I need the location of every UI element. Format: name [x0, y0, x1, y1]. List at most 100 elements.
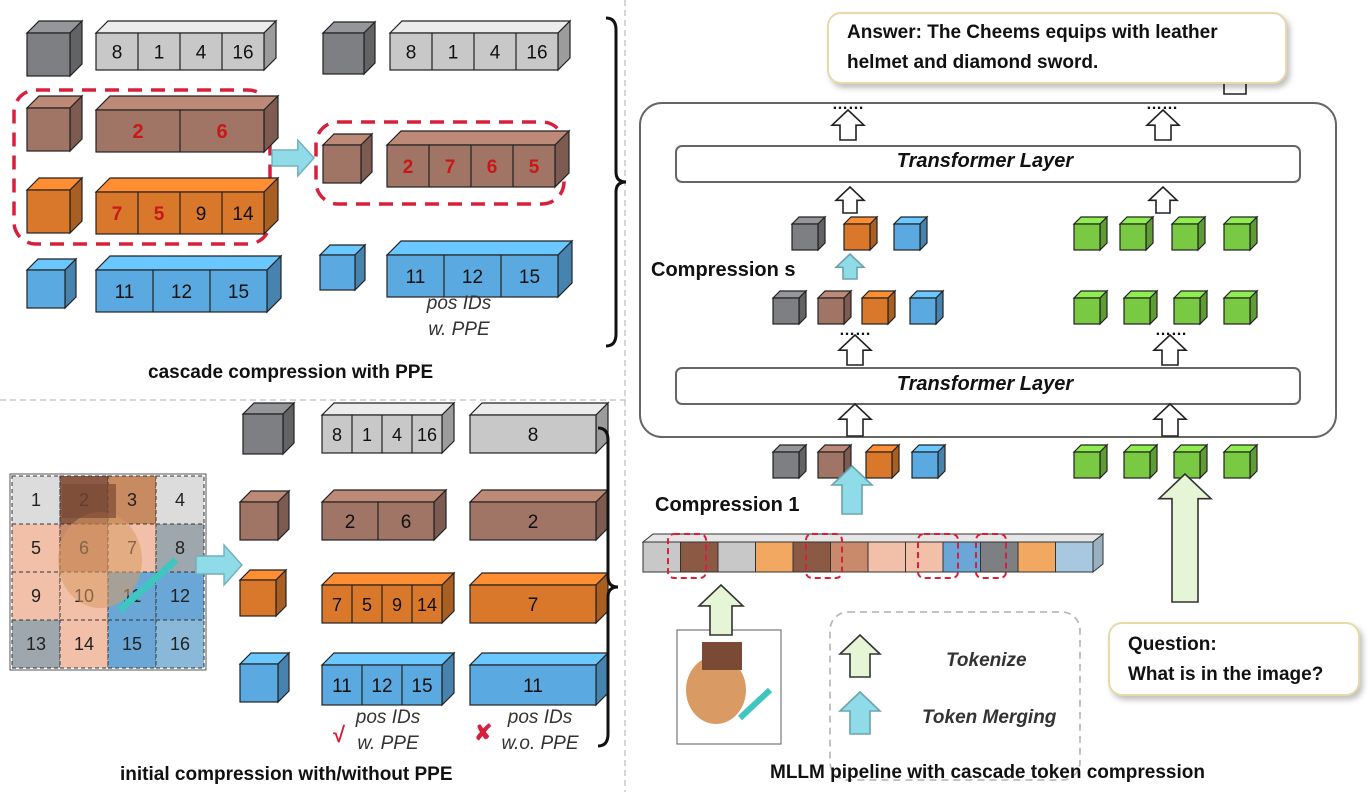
initial-gray-bar-cell-1: 1 [362, 425, 372, 445]
input-image-dog [686, 656, 746, 724]
selected-token-outline-0 [667, 533, 707, 579]
text-token-middle-2 [1172, 289, 1209, 326]
initial-gray-single-bar [468, 401, 610, 455]
compression-1-label: Compression 1 [655, 494, 800, 516]
pos-ids-without-ppe-line2: w.o. PPE [501, 733, 579, 754]
cascade-merged-bar-cell-3: 5 [529, 157, 540, 178]
selected-token-outline-2 [917, 533, 959, 579]
image-grid-number-9: 9 [31, 586, 41, 606]
image-grid-number-12: 12 [170, 586, 190, 606]
cascade-blue-bar [94, 254, 283, 314]
image-grid-number-1: 1 [31, 490, 41, 510]
dots-3: …… [839, 322, 871, 339]
image-token-strip-side [1092, 532, 1104, 574]
image-grid-cell-16 [155, 619, 205, 669]
image-grid-number-13: 13 [26, 634, 46, 654]
cascade-right-gray-bar-cell-3: 16 [526, 43, 547, 64]
text-token-middle-0 [1072, 289, 1109, 326]
arrow-up-mid-right [1146, 185, 1180, 214]
dots-4: …… [1155, 322, 1187, 339]
text-token-lower-1 [1122, 443, 1159, 480]
check-mark: √ [333, 722, 346, 747]
cascade-right-gray-cube [321, 20, 377, 76]
image-token-5 [830, 541, 869, 573]
image-grid-number-3: 3 [127, 490, 137, 510]
initial-brown-cube [238, 489, 291, 542]
image-token-7 [905, 541, 944, 573]
image-token-11 [1055, 541, 1094, 573]
initial-orange-single-bar-cell-0: 7 [528, 595, 539, 616]
cascade-merged-cube [321, 132, 374, 185]
image-grid-number-8: 8 [175, 538, 185, 558]
legend-tokenize-label: Tokenize [946, 650, 1027, 671]
compression-1-token-1 [816, 443, 853, 480]
image-grid-cell-9 [11, 571, 61, 621]
cascade-orange-cube [25, 176, 84, 235]
compression-s-token-0 [790, 215, 827, 252]
initial-orange-bar-cell-2: 9 [392, 595, 402, 615]
initial-orange-cube [238, 568, 288, 618]
image-token-2 [717, 541, 756, 573]
question-line-2: What is in the image? [1128, 664, 1324, 685]
cascade-blue-bar-cell-0: 11 [115, 282, 135, 303]
initial-brown-bar [320, 488, 448, 542]
initial-brown-bar-cell-0: 2 [345, 512, 356, 533]
initial-brace [597, 426, 619, 748]
answer-box: Answer: The Cheems equips with leather h… [827, 12, 1287, 84]
initial-blue-bar [320, 651, 456, 707]
pos-ids-with-ppe-line1: pos IDs [355, 707, 421, 728]
cascade-gray-bar-cell-1: 1 [154, 43, 165, 64]
cascade-blue-bar-cell-2: 15 [228, 282, 249, 303]
legend-box [829, 611, 1081, 781]
image-grid-number-5: 5 [31, 538, 41, 558]
question-line-1: Question: [1128, 634, 1217, 655]
text-token-middle-1 [1122, 289, 1159, 326]
dog-silhouette [58, 512, 142, 608]
image-grid-number-15: 15 [122, 634, 142, 654]
cascade-merged-bar-cell-2: 6 [487, 157, 498, 178]
cascade-orange-bar-cell-2: 9 [196, 204, 207, 225]
dots-1: …… [832, 96, 864, 113]
initial-merge-arrow [195, 543, 243, 587]
cascade-right-gray-bar-cell-1: 1 [448, 43, 459, 64]
initial-orange-bar-cell-0: 7 [332, 595, 342, 615]
answer-line-1: Answer: The Cheems equips with leather [847, 22, 1218, 43]
initial-blue-bar-cell-2: 15 [411, 676, 432, 697]
image-grid-cell-12 [155, 571, 205, 621]
cross-mark: ✘ [474, 720, 493, 745]
cascade-brown-cube [25, 94, 84, 153]
input-image-sword [737, 687, 773, 721]
caption-initial: initial compression with/without PPE [120, 764, 453, 785]
cascade-merge-arrow [271, 138, 315, 178]
compression-s-label: Compression s [651, 259, 796, 281]
initial-gray-bar-cell-2: 4 [392, 425, 402, 445]
cascade-blue-cube [25, 257, 78, 310]
cascade-orange-bar-cell-0: 7 [112, 204, 123, 225]
cascade-merged-bar-cell-1: 7 [445, 157, 456, 178]
image-token-0 [642, 541, 681, 573]
initial-blue-bar-cell-1: 12 [371, 676, 392, 697]
arrow-up-low-left [836, 333, 874, 366]
cascade-orange-bar-cell-1: 5 [154, 204, 165, 225]
cascade-right-blue-bar [385, 239, 574, 299]
image-token-strip-top [641, 533, 1105, 543]
image-token-6 [867, 541, 906, 573]
cascade-brown-bar [94, 94, 280, 154]
arrow-up-mid-left [833, 185, 867, 214]
compression-1-token-0 [771, 443, 808, 480]
caption-cascade: cascade compression with PPE [148, 362, 434, 383]
text-token-lower-0 [1072, 443, 1109, 480]
image-grid-cell-13 [11, 619, 61, 669]
pos-ids-without-ppe-line1: pos IDs [507, 707, 573, 728]
pos-ids-with-ppe: pos IDs w. PPE [333, 705, 443, 757]
cascade-gray-cube [25, 19, 84, 78]
image-token-9 [980, 541, 1019, 573]
cascade-right-blue-bar-cell-2: 15 [519, 267, 540, 288]
pre-compression-token-1 [816, 289, 853, 326]
image-grid-cell-15 [107, 619, 157, 669]
initial-blue-single-bar [468, 651, 610, 707]
transformer-layer-bottom [675, 367, 1301, 405]
initial-gray-cube [241, 401, 296, 456]
cascade-gray-bar-cell-0: 8 [112, 43, 123, 64]
